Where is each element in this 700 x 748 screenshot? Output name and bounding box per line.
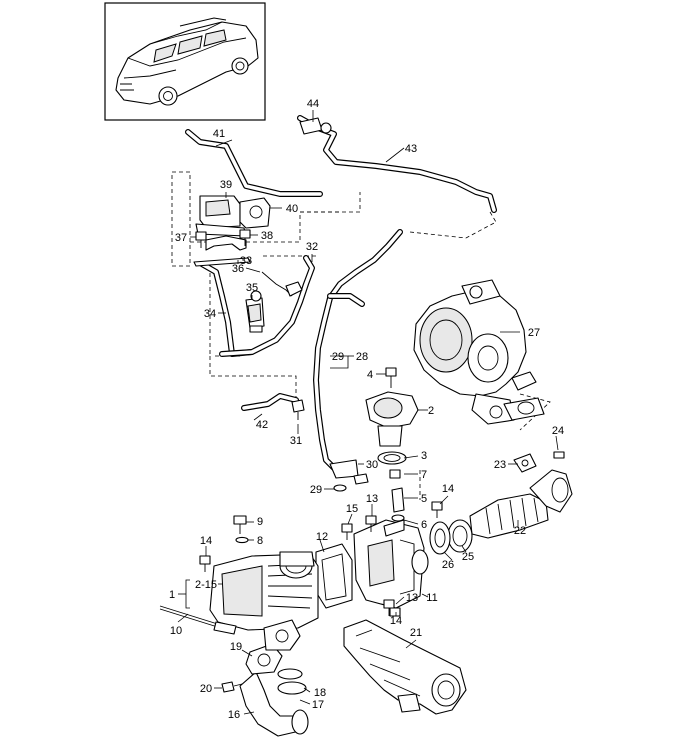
callout-35: 35 xyxy=(246,282,258,294)
hose-32 xyxy=(219,255,315,357)
callout-10: 10 xyxy=(170,625,182,637)
callout-29-lower: 29 xyxy=(310,484,322,496)
bracket-36 xyxy=(193,235,251,267)
hoses xyxy=(185,115,497,473)
callout-2-15: 2-15 xyxy=(195,579,217,591)
hose-41 xyxy=(185,129,323,197)
callout-44: 44 xyxy=(307,98,319,110)
callout-2: 2 xyxy=(428,405,434,417)
flex-pipe-22 xyxy=(469,469,573,539)
bolts-37-38 xyxy=(195,229,251,248)
callout-21: 21 xyxy=(410,627,422,639)
egr-housing-11 xyxy=(353,519,429,609)
callout-11: 11 xyxy=(426,592,437,604)
callout-14-right: 14 xyxy=(442,483,454,495)
leader-lines xyxy=(177,110,559,715)
pipe-16 xyxy=(239,671,309,737)
callout-17: 17 xyxy=(312,699,324,711)
callout-8: 8 xyxy=(257,535,263,547)
callout-9: 9 xyxy=(257,516,263,528)
bolt-9 xyxy=(233,515,247,534)
valve-35 xyxy=(245,290,265,333)
callout-42: 42 xyxy=(256,419,268,431)
hose-28-29 xyxy=(313,229,403,473)
callout-3: 3 xyxy=(421,450,427,462)
callout-19: 19 xyxy=(230,641,242,653)
clamp-17-18 xyxy=(277,668,307,695)
washer-8 xyxy=(235,536,249,544)
connector-44 xyxy=(299,117,332,135)
gasket-23-24 xyxy=(513,451,565,473)
clip-31 xyxy=(291,399,305,420)
gasket-3 xyxy=(377,451,407,465)
callout-43: 43 xyxy=(405,143,417,155)
egr-valve-2 xyxy=(365,391,419,447)
callout-14-left: 14 xyxy=(200,535,212,547)
bolt-14a xyxy=(199,555,211,572)
callout-6: 6 xyxy=(421,519,427,531)
callout-7: 7 xyxy=(421,469,427,481)
hose-42 xyxy=(241,393,299,411)
callout-36: 36 xyxy=(232,263,244,275)
callout-labels: 41 44 43 39 40 37 38 36 32 33 35 34 29 2… xyxy=(169,98,564,721)
hose-branch xyxy=(327,293,365,307)
callout-16: 16 xyxy=(228,709,240,721)
callout-25: 25 xyxy=(462,551,474,563)
callout-22: 22 xyxy=(514,525,526,537)
egr-cooler-1 xyxy=(209,551,319,631)
callout-29-upper: 29 xyxy=(332,351,344,363)
bolts xyxy=(199,501,443,693)
callout-5: 5 xyxy=(421,493,427,505)
callout-28: 28 xyxy=(356,351,368,363)
temperature-sensor-10 xyxy=(159,605,237,635)
callout-13-lower-label: 13 xyxy=(406,592,418,604)
bolt-4 xyxy=(385,367,397,388)
callout-31-label: 31 xyxy=(290,435,302,447)
callout-23: 23 xyxy=(494,459,506,471)
bracket-29-30 xyxy=(329,459,369,492)
callout-4: 4 xyxy=(367,369,373,381)
valve-assembly-39-40 xyxy=(195,195,271,237)
callout-27: 27 xyxy=(528,327,540,339)
turbocharger-27 xyxy=(413,279,545,425)
callout-15: 15 xyxy=(346,503,358,515)
bolt-14c xyxy=(389,607,401,617)
clamp-25-26 xyxy=(429,519,473,555)
callout-37: 37 xyxy=(175,232,187,244)
bolt-13a xyxy=(365,515,377,532)
callout-32: 32 xyxy=(306,241,318,253)
bolt-20 xyxy=(221,681,243,693)
callout-13-upper: 13 xyxy=(366,493,378,505)
callout-41: 41 xyxy=(213,128,225,140)
callout-34: 34 xyxy=(204,308,216,320)
callout-14-lower: 14 xyxy=(390,615,402,627)
callout-18-label: 18 xyxy=(314,687,326,699)
callout-39: 39 xyxy=(220,179,232,191)
callout-24: 24 xyxy=(552,425,564,437)
intake-pipe-21 xyxy=(343,619,467,715)
suv-illustration xyxy=(115,17,259,106)
flange-cooler-lower xyxy=(263,619,301,651)
vehicle-inset xyxy=(104,2,266,121)
callout-12: 12 xyxy=(316,531,328,543)
gasket-12 xyxy=(315,543,353,609)
callout-33: 33 xyxy=(240,255,252,267)
bolt-15 xyxy=(341,523,353,540)
bolt-14b xyxy=(431,501,443,518)
sensor-33 xyxy=(261,271,303,297)
callout-1: 1 xyxy=(169,589,175,601)
callout-20: 20 xyxy=(200,683,212,695)
callout-38: 38 xyxy=(261,230,273,242)
callout-30: 30 xyxy=(366,459,378,471)
sensor-5-6-7 xyxy=(389,469,405,522)
callout-26: 26 xyxy=(442,559,454,571)
callout-40: 40 xyxy=(286,203,298,215)
